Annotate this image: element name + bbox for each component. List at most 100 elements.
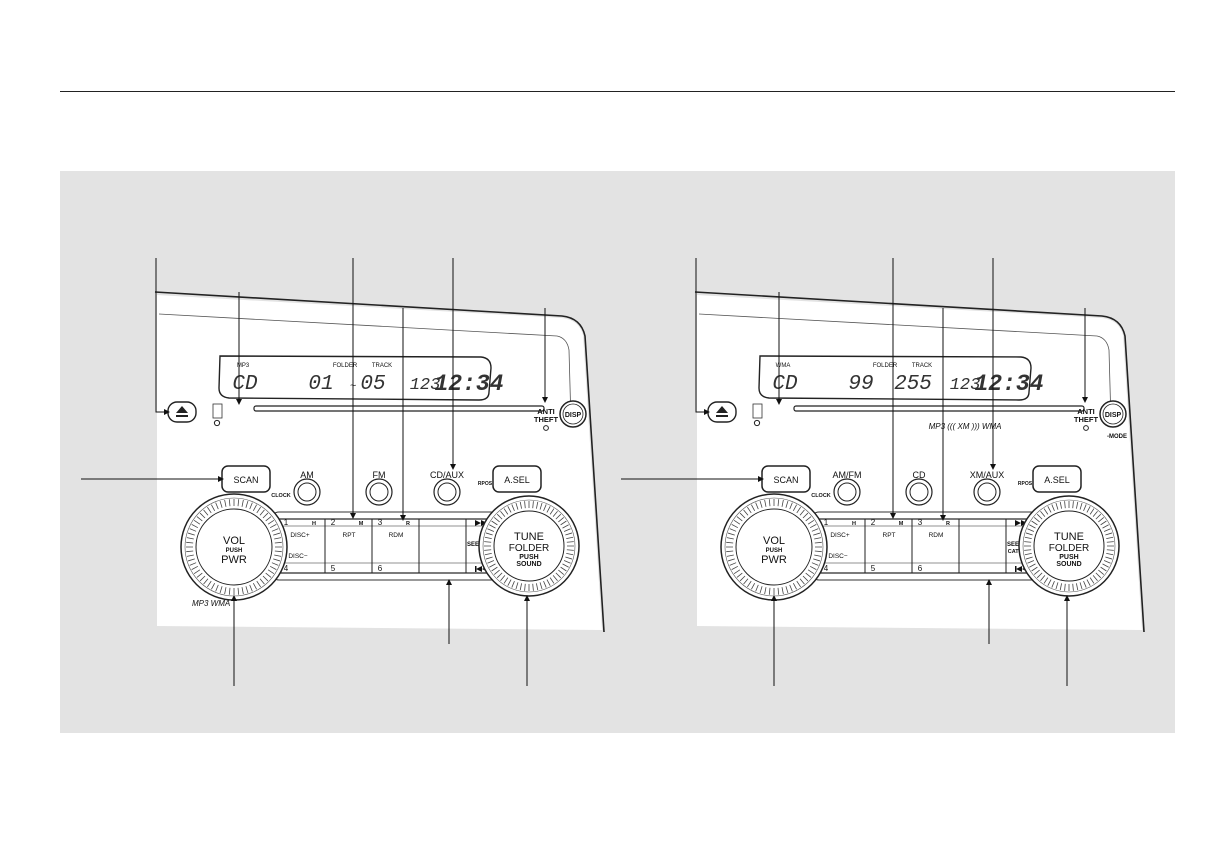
preset-sub-1: H: [852, 521, 856, 527]
asel-button[interactable]: [1032, 465, 1082, 493]
preset-number-1: 1: [284, 518, 289, 527]
volume-knob-cap: [195, 508, 273, 586]
asel-sublabel: RPOS: [1018, 481, 1033, 487]
cd-slot: [793, 405, 1085, 412]
tune-knob-ring-inner: [1022, 499, 1116, 593]
header-rule: [60, 91, 1175, 92]
skip-back-icon: [475, 566, 488, 572]
knob-button-2-inner: [909, 482, 929, 502]
preset-function-1: DISC+: [830, 532, 850, 539]
preset-sub-3: R: [946, 521, 950, 527]
housing-inner-edge: [158, 313, 572, 423]
tune-knob-knurl: [484, 501, 574, 591]
tp-indicator: [212, 403, 223, 419]
asel-button[interactable]: [492, 465, 542, 493]
knob-button-label-1: AM/FM: [833, 470, 862, 480]
preset-function-lower-1: DISC−: [288, 553, 308, 560]
disp-button-inner: [562, 403, 584, 425]
display-clock: 12:34: [974, 371, 1043, 397]
knob-button-label-1: AM: [300, 470, 314, 480]
volume-label: VOL: [223, 535, 245, 547]
disp-button-inner: [1102, 403, 1124, 425]
knob-button-1-inner: [837, 482, 857, 502]
display-preset: 123: [410, 376, 441, 395]
display-preset: 123: [950, 376, 981, 395]
preset-sub-2: M: [899, 521, 904, 527]
display-format-indicator: WMA: [776, 363, 791, 369]
preset-number-6: 6: [378, 564, 383, 573]
indicator-light: [213, 419, 221, 427]
housing-top-edge: [694, 291, 1145, 633]
disp-label: DISP: [565, 412, 582, 419]
knob-button-sublabel-1: CLOCK: [811, 493, 831, 499]
display-track-label: TRACK: [372, 363, 392, 369]
tune-sound-label: SOUND: [516, 561, 541, 568]
display-mode: CD: [232, 373, 258, 396]
eject-callout: [695, 258, 710, 415]
tune-push-label: PUSH: [1059, 554, 1078, 561]
display-track-number: 05: [360, 373, 386, 396]
anti-theft-light: [1083, 425, 1089, 431]
preset-number-4: 4: [284, 564, 289, 573]
tune-label: TUNE: [1054, 531, 1084, 543]
preset-number-2: 2: [331, 518, 336, 527]
preset-number-5: 5: [331, 564, 336, 573]
preset-sub-1: H: [312, 521, 316, 527]
volume-power-label: PWR: [761, 554, 787, 566]
knob-button-3-inner: [977, 482, 997, 502]
disp-button[interactable]: [559, 400, 587, 428]
tune-folder-label: FOLDER: [509, 543, 550, 554]
preset-sub-2: M: [359, 521, 364, 527]
format-label: MP3 WMA: [192, 599, 230, 608]
tune-sound-label: SOUND: [1056, 561, 1081, 568]
skip-back-icon: [1015, 566, 1028, 572]
preset-number-4: 4: [824, 564, 829, 573]
tune-knob-cap: [1033, 510, 1105, 582]
slot-label: MP3 ((( XM ))) WMA: [929, 422, 1002, 431]
anti-theft-label-2: THEFT: [534, 415, 559, 424]
anti-theft-label-2: THEFT: [1074, 415, 1099, 424]
tune-knob-knurl: [1024, 501, 1114, 591]
cd-slot: [253, 405, 545, 412]
knob-button-label-3: CD/AUX: [430, 470, 464, 480]
volume-knob-knurl: [186, 499, 282, 595]
anti-theft-label-1: ANTI: [1077, 407, 1095, 416]
asel-sublabel: RPOS: [478, 481, 493, 487]
display-window: [218, 355, 492, 401]
asel-label: A.SEL: [1044, 475, 1070, 485]
indicator-light: [753, 419, 761, 427]
asel-label: A.SEL: [504, 475, 530, 485]
preset-number-3: 3: [378, 518, 383, 527]
preset-function-3: RDM: [389, 532, 404, 539]
skip-forward-icon: [475, 520, 489, 526]
display-folder-label: FOLDER: [873, 363, 898, 369]
tune-knob-cap: [493, 510, 565, 582]
knob-button-2-inner: [369, 482, 389, 502]
preset-bar: [817, 518, 1040, 574]
housing-inner-edge: [698, 313, 1112, 423]
preset-function-1: DISC+: [290, 532, 310, 539]
display-folder-number: 01: [308, 373, 333, 396]
preset-number-3: 3: [918, 518, 923, 527]
display-window: [758, 355, 1032, 401]
preset-number-1: 1: [824, 518, 829, 527]
knob-button-3-inner: [437, 482, 457, 502]
knob-button-label-3: XM/AUX: [970, 470, 1005, 480]
tune-label: TUNE: [514, 531, 544, 543]
preset-function-3: RDM: [929, 532, 944, 539]
scan-label: SCAN: [233, 475, 258, 485]
knob-button-sublabel-1: CLOCK: [271, 493, 291, 499]
preset-number-2: 2: [871, 518, 876, 527]
knob-button-label-2: FM: [373, 470, 386, 480]
disp-button[interactable]: [1099, 400, 1127, 428]
volume-push-label: PUSH: [766, 548, 783, 554]
anti-theft-light: [543, 425, 549, 431]
volume-push-label: PUSH: [226, 548, 243, 554]
disp-sublabel: -MODE: [1107, 434, 1127, 440]
preset-number-5: 5: [871, 564, 876, 573]
tune-folder-label: FOLDER: [1049, 543, 1090, 554]
radio-unit-1: MP3FOLDERTRACKCD01~0512312:34ANTITHEFTDI…: [81, 258, 605, 686]
display-track-number: 255: [894, 373, 932, 396]
volume-label: VOL: [763, 535, 785, 547]
